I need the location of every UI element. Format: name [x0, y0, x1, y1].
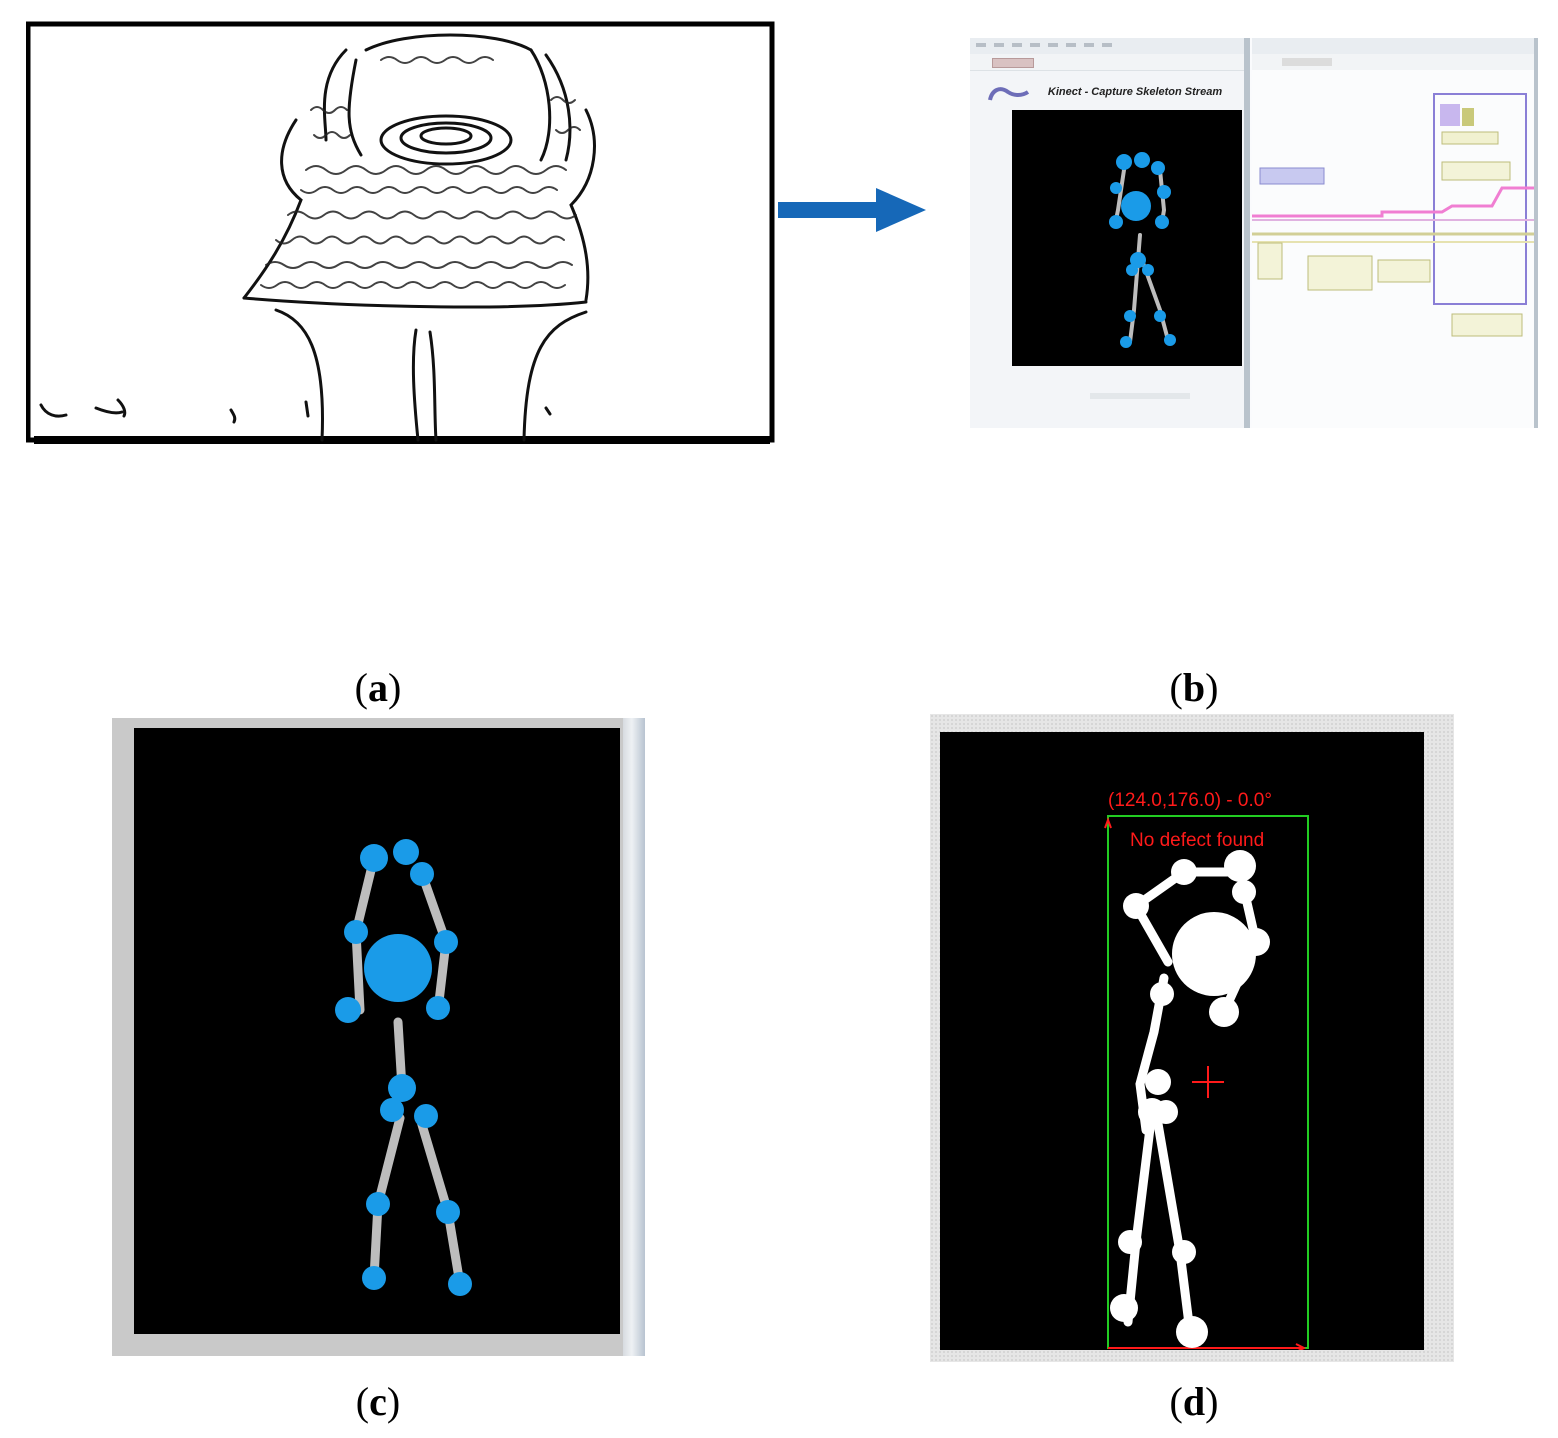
run-button[interactable] [992, 58, 1034, 68]
skeleton-preview-canvas [1012, 110, 1242, 366]
panel-d-inspection-view: (124.0,176.0) - 0.0° No defect found [930, 714, 1454, 1362]
vertical-scrollbar[interactable] [623, 718, 645, 1356]
toolbar [970, 54, 1244, 71]
front-panel-window: Kinect - Capture Skeleton Stream [970, 38, 1250, 428]
front-panel-title: Kinect - Capture Skeleton Stream [1047, 86, 1223, 98]
caption-b: (b) [1169, 665, 1219, 710]
position-readout: (124.0,176.0) - 0.0° [1108, 790, 1272, 811]
caption-c: (c) [355, 1379, 401, 1424]
caption-a: (a) [354, 665, 402, 710]
skeleton-canvas [134, 728, 620, 1334]
kinect-logo-icon [988, 87, 1030, 101]
inspection-canvas [940, 732, 1424, 1350]
block-diagram-window [1252, 38, 1538, 428]
panel-a-edge-image [26, 21, 775, 444]
panel-b-software-screenshot: Kinect - Capture Skeleton Stream [970, 38, 1538, 428]
panel-c-skeleton-view [112, 718, 645, 1356]
inspection-status: No defect found [1130, 830, 1265, 851]
menu-bar [970, 38, 1244, 55]
caption-d: (d) [1169, 1379, 1219, 1424]
flow-arrow-icon [778, 188, 926, 232]
